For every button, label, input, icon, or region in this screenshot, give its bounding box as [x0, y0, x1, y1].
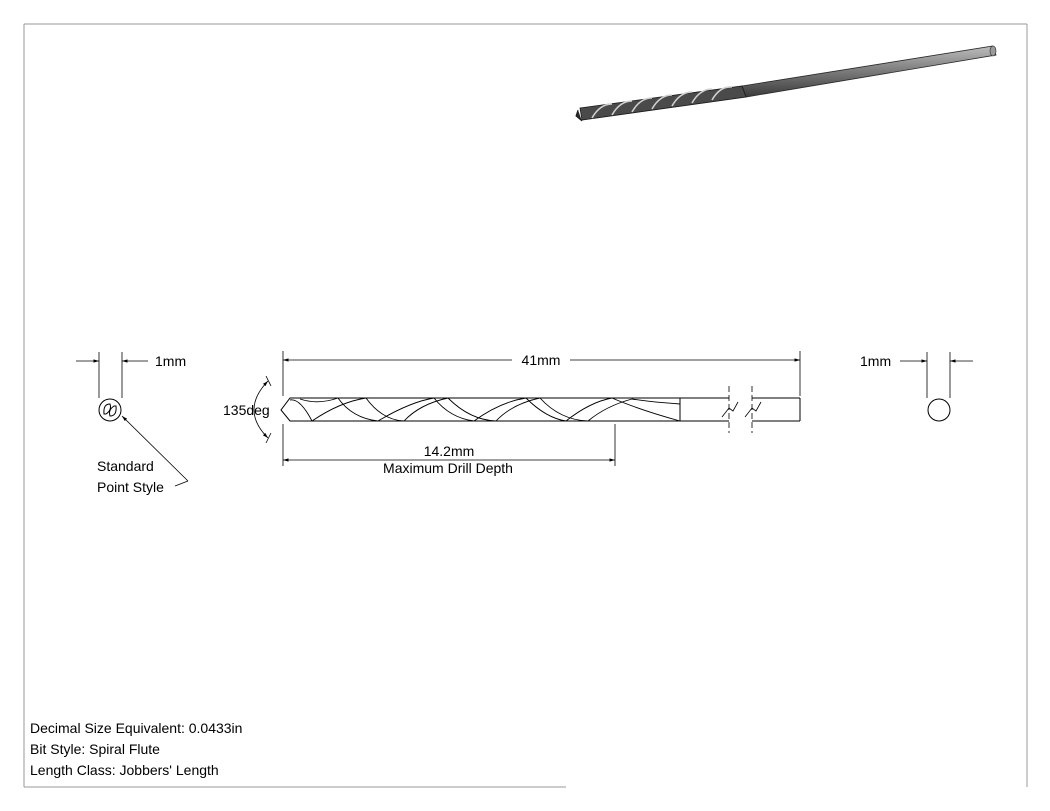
end-view-shank [900, 352, 973, 422]
drill-depth-caption: Maximum Drill Depth [383, 460, 513, 476]
side-view-drill [253, 351, 801, 466]
sheet-border [23, 23, 1028, 788]
point-style-callout-line2: Point Style [97, 479, 164, 495]
note-bit-style: Bit Style: Spiral Flute [30, 741, 160, 757]
isometric-drill-render [575, 45, 997, 122]
shank-diameter-label: 1mm [860, 353, 891, 369]
note-length-class: Length Class: Jobbers' Length [30, 762, 219, 778]
note-decimal-size: Decimal Size Equivalent: 0.0433in [30, 720, 242, 736]
end-view-point [76, 352, 189, 487]
drill-depth-label: 14.2mm [424, 443, 475, 459]
point-diameter-label: 1mm [155, 353, 186, 369]
point-style-callout-line1: Standard [97, 458, 154, 474]
overall-length-label: 41mm [522, 352, 561, 368]
point-angle-label: 135deg [223, 402, 270, 418]
